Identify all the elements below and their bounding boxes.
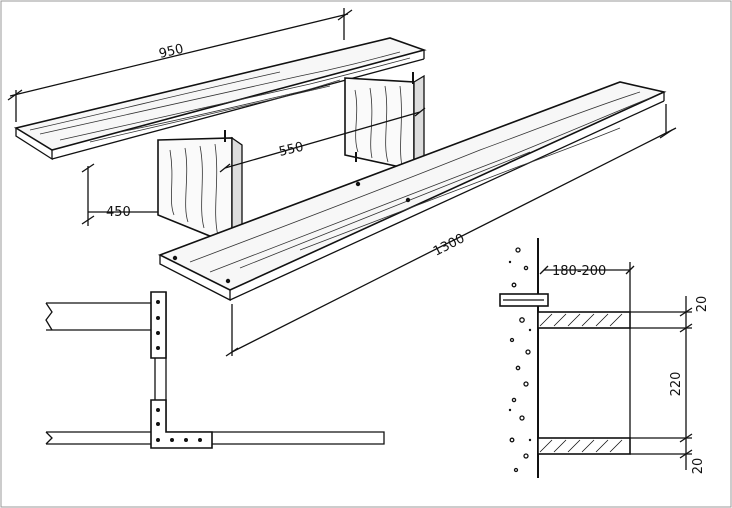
top-shelf-board [13,37,427,161]
dimension-line-1300 [225,104,677,357]
dimension-line-550 [219,107,426,173]
dim-label-20-bottom: 20 [691,458,706,475]
dimension-line-180-200 [539,262,635,312]
dimension-line-vertical [630,296,693,470]
dimension-line-950 [7,8,353,122]
bottom-shelf-board [158,81,667,302]
wall-concrete-texture [508,247,533,473]
dim-label-180-200: 180-200 [552,264,606,279]
left-bracket-panel [157,130,243,252]
dim-label-20-top: 20 [695,296,710,313]
dim-label-550: 550 [278,140,306,160]
dim-label-1300: 1300 [431,231,467,259]
dim-label-950: 950 [158,42,186,62]
dimension-line-450 [81,163,158,226]
bottom-board-section [537,437,631,455]
dim-label-220: 220 [669,372,684,397]
top-board-section [537,311,631,329]
dim-label-450: 450 [106,205,131,220]
wall-section-detail [499,238,631,478]
side-profile-detail [45,291,385,449]
